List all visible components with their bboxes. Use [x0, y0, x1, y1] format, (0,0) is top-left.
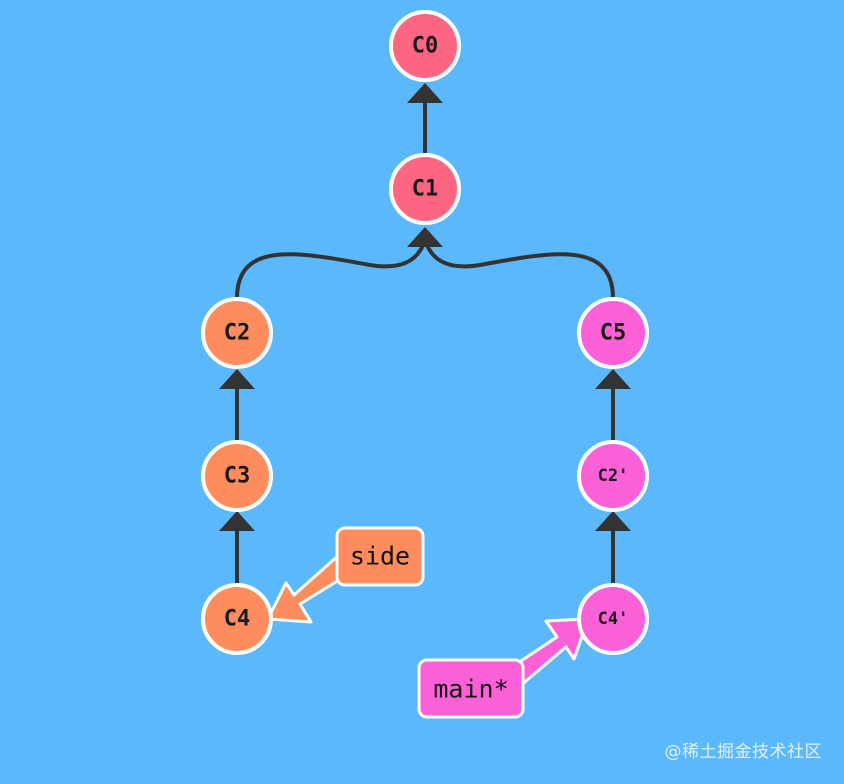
- arrowhead-c2: [219, 369, 255, 389]
- commit-node: [389, 153, 461, 225]
- arrowhead-c1: [407, 227, 443, 247]
- commit-label: C2': [598, 466, 629, 486]
- branch-label-text: side: [350, 542, 410, 571]
- arrowheads: [219, 83, 631, 531]
- arrowhead-c3: [219, 511, 255, 531]
- commit-node: [577, 440, 649, 512]
- arrowhead-c2prime: [595, 511, 631, 531]
- commit-label: C4: [224, 607, 251, 632]
- commit-c0: C0: [389, 10, 461, 82]
- commit-node: [389, 10, 461, 82]
- commit-node: [577, 583, 649, 655]
- arrowhead-c5: [595, 369, 631, 389]
- commit-label: C0: [412, 34, 439, 59]
- commit-node: [201, 583, 273, 655]
- commit-node: [201, 440, 273, 512]
- commit-label: C1: [412, 177, 439, 202]
- commit-node: [577, 297, 649, 369]
- arrowhead-c0: [407, 83, 443, 103]
- branch-label-box: [335, 526, 425, 587]
- commit-label: C4': [598, 609, 629, 629]
- branch-label-main: main*: [417, 658, 525, 719]
- commit-c4: C4: [201, 583, 273, 655]
- commit-c2: C2: [201, 297, 273, 369]
- edges: [235, 98, 615, 584]
- branch-label-box: [417, 658, 525, 719]
- watermark: @稀土掘金技术社区: [664, 742, 822, 762]
- commit-c5: C5: [577, 297, 649, 369]
- commit-c2-prime: C2': [577, 440, 649, 512]
- edge-c5-c1: [423, 239, 615, 299]
- edge-c2-c1: [235, 239, 427, 299]
- commit-label: C3: [224, 464, 251, 489]
- commit-c1: C1: [389, 153, 461, 225]
- branch-label-text: main*: [433, 675, 508, 704]
- commit-c3: C3: [201, 440, 273, 512]
- commit-label: C5: [600, 321, 627, 346]
- commit-c4-prime: C4': [577, 583, 649, 655]
- commit-node: [201, 297, 273, 369]
- branch-label-side: side: [335, 526, 425, 587]
- commit-label: C2: [224, 321, 251, 346]
